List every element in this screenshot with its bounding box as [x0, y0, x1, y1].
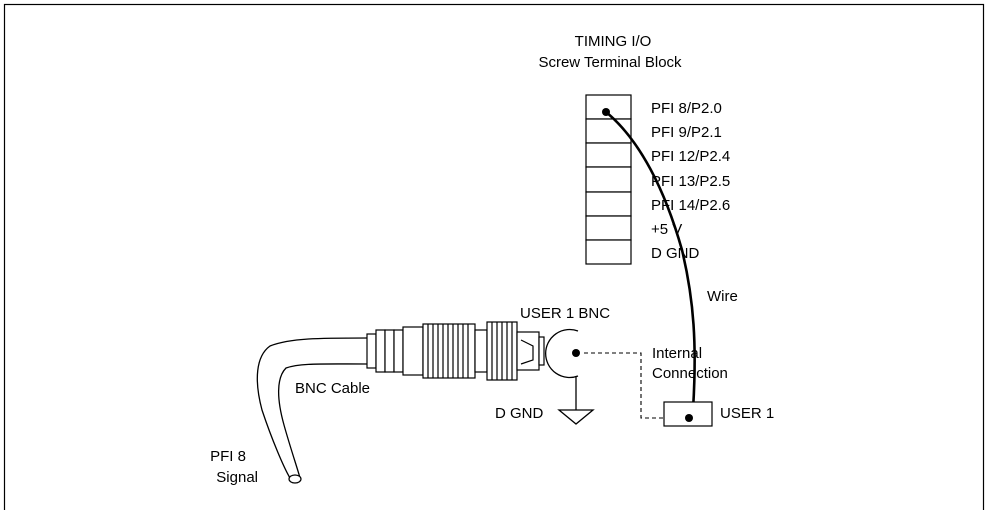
block-subtitle: Screw Terminal Block	[538, 54, 682, 71]
bnc-jack-label: USER 1 BNC	[520, 305, 610, 322]
ground-symbol	[557, 409, 595, 425]
screw-terminal-block	[585, 94, 632, 265]
plug-ferrule	[422, 323, 476, 379]
terminal-dot	[602, 108, 610, 116]
terminal-cell	[585, 215, 632, 241]
cable-boot-segment	[375, 329, 386, 373]
bnc-jack-pin	[572, 349, 580, 357]
pfi8-label: PFI 8	[210, 448, 246, 465]
terminal-label: D GND	[651, 245, 700, 262]
terminal-label: PFI 12/P2.4	[651, 148, 730, 165]
internal-connection	[584, 352, 665, 419]
cable-boot-segment	[393, 329, 404, 373]
terminal-cell	[585, 191, 632, 217]
terminal-cell	[585, 166, 632, 193]
block-title: TIMING I/O	[575, 33, 652, 50]
signal-wire	[605, 110, 696, 421]
wire-label: Wire	[707, 288, 738, 305]
bnc-jack-ring	[545, 328, 579, 379]
terminal-cell	[585, 239, 632, 265]
cable-end	[288, 474, 302, 484]
bayonet-end	[516, 331, 540, 371]
terminal-cell	[585, 142, 632, 168]
diagram-frame	[3, 3, 985, 510]
plug-collar	[474, 329, 488, 373]
terminal-label: PFI 8/P2.0	[651, 100, 722, 117]
user1-label: USER 1	[720, 405, 774, 422]
internal-label: Internal	[652, 345, 702, 362]
bayonet-slot	[520, 339, 534, 365]
plug-body	[402, 326, 424, 376]
pfi8-label: Signal	[216, 469, 258, 486]
terminal-label: PFI 9/P2.1	[651, 124, 722, 141]
terminal-label: PFI 13/P2.5	[651, 173, 730, 190]
cable-boot-segment	[366, 333, 377, 369]
internal-label: Connection	[652, 365, 728, 382]
bnc-cable	[256, 337, 368, 479]
plug-tip	[538, 336, 545, 366]
bnc-cable-label: BNC Cable	[295, 380, 370, 397]
user1-dot	[685, 414, 693, 422]
bnc-plug	[366, 321, 545, 381]
dgnd-label: D GND	[495, 405, 544, 422]
cable-boot-segment	[384, 329, 395, 373]
user1-terminal	[663, 401, 713, 427]
terminal-label: PFI 14/P2.6	[651, 197, 730, 214]
